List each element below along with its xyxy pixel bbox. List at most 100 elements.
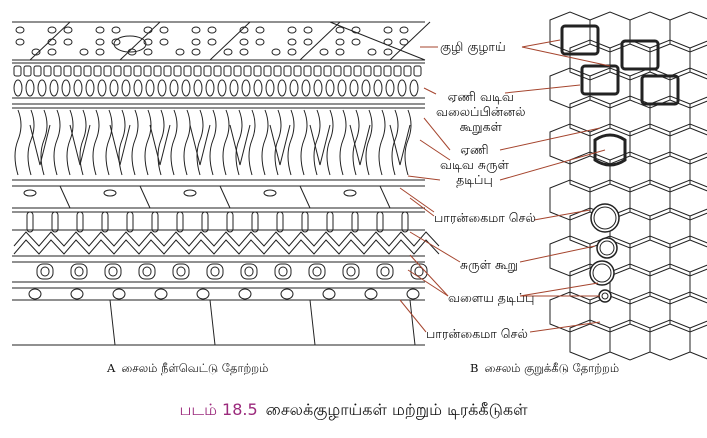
parenchyma-nucleus bbox=[183, 189, 197, 197]
annular-ring-small bbox=[322, 288, 336, 300]
longitudinal-view bbox=[12, 21, 440, 346]
scalariform-pit bbox=[241, 79, 251, 97]
scalariform-pit bbox=[97, 79, 107, 97]
label-line: ஏணி வடிவ bbox=[447, 89, 514, 104]
annular-ring-inner bbox=[40, 266, 50, 277]
annular-ring-small bbox=[364, 288, 378, 300]
pit-row-cell bbox=[33, 65, 42, 77]
helical-coil bbox=[226, 211, 234, 233]
pit-row-cell bbox=[173, 65, 182, 77]
scalariform-pit bbox=[181, 79, 191, 97]
scalariform-pit bbox=[25, 79, 35, 97]
annular-ring bbox=[138, 263, 156, 280]
scalariform-pit bbox=[301, 79, 311, 97]
pit-row-cell bbox=[133, 65, 142, 77]
spiral-thickening bbox=[92, 109, 100, 176]
parenchyma-nucleus bbox=[23, 189, 37, 197]
helical-coil bbox=[26, 211, 34, 233]
caption-b-letter: B bbox=[470, 361, 479, 375]
annular-ring bbox=[206, 263, 224, 280]
spiral-thickening bbox=[53, 109, 61, 176]
annular-ring-inner bbox=[210, 266, 220, 277]
scalariform-pit bbox=[385, 79, 395, 97]
xylem-cell bbox=[629, 123, 671, 165]
scalariform-pit bbox=[349, 79, 359, 97]
pit-icon bbox=[111, 26, 121, 34]
leader-line bbox=[423, 117, 451, 151]
spiral-thickening bbox=[144, 109, 152, 176]
scalariform-pit bbox=[61, 79, 71, 97]
annular-ring-small bbox=[196, 288, 210, 300]
label-annular-thickening: வளைய தடிப்பு bbox=[448, 290, 535, 305]
pit-icon bbox=[159, 26, 169, 34]
helical-coil bbox=[176, 211, 184, 233]
pit-icon bbox=[47, 26, 57, 34]
vessel-ring-inner bbox=[599, 240, 615, 256]
pit-row-cell bbox=[163, 65, 172, 77]
spiral-thickening bbox=[183, 109, 191, 176]
annular-ring-small bbox=[70, 288, 84, 300]
parenchyma-wall bbox=[309, 299, 316, 346]
spiral-thickening bbox=[235, 109, 243, 176]
annular-ring-inner bbox=[380, 266, 390, 277]
scalariform-pit bbox=[217, 79, 227, 97]
spiral-thickening bbox=[378, 109, 386, 176]
spiral-thickening bbox=[209, 109, 217, 176]
spiral-thickening bbox=[105, 109, 113, 176]
scalariform-bar bbox=[269, 124, 291, 166]
vessel-ring bbox=[589, 260, 615, 286]
leader-line bbox=[533, 209, 591, 221]
scalariform-pit bbox=[145, 79, 155, 97]
scalariform-pit bbox=[13, 79, 23, 97]
pit-icon bbox=[191, 26, 201, 34]
xylem-cell bbox=[649, 39, 691, 81]
pit-row-cell bbox=[43, 65, 52, 77]
pit-icon bbox=[271, 48, 281, 56]
pit-icon bbox=[383, 48, 393, 56]
scalariform-pit bbox=[409, 79, 419, 97]
xylem-cell bbox=[609, 151, 651, 193]
scalariform-pit bbox=[289, 79, 299, 97]
xylem-cell bbox=[669, 179, 707, 221]
label-line: கூறுகள் bbox=[459, 119, 502, 134]
pit-icon bbox=[143, 26, 153, 34]
pit-icon bbox=[239, 38, 249, 46]
scalariform-pit bbox=[361, 79, 371, 97]
pit-row-cell bbox=[193, 65, 202, 77]
pit-row-cell bbox=[283, 65, 292, 77]
pit-row-cell bbox=[383, 65, 392, 77]
pit-row-cell bbox=[273, 65, 282, 77]
annular-ring-inner bbox=[108, 266, 118, 277]
xylem-cell bbox=[669, 123, 707, 165]
pit-icon bbox=[95, 26, 105, 34]
parenchyma-wall bbox=[409, 299, 416, 346]
xylem-cell bbox=[569, 319, 611, 361]
label-parenchyma-cell-1: பாரன்கைமா செல் bbox=[434, 210, 536, 225]
label-scalariform-spiral: ஏணி வடிவ சுருள் தடிப்பு bbox=[440, 142, 509, 187]
scalariform-bar bbox=[229, 124, 251, 166]
leader-line bbox=[519, 245, 596, 263]
pit-vessel-section bbox=[640, 74, 680, 106]
pit-icon bbox=[239, 26, 249, 34]
scalariform-pit bbox=[85, 79, 95, 97]
xylem-cell bbox=[689, 152, 707, 192]
pit-row-cell bbox=[233, 65, 242, 77]
scalariform-bar bbox=[29, 124, 51, 166]
helical-zigzag bbox=[13, 231, 440, 247]
leader-line bbox=[419, 139, 451, 161]
figure-number: படம் 18.5 bbox=[179, 400, 258, 419]
xylem-cell bbox=[569, 39, 611, 81]
xylem-cell bbox=[629, 291, 671, 333]
end-wall-line bbox=[389, 21, 431, 61]
xylem-cell bbox=[669, 11, 707, 53]
leader-line bbox=[499, 149, 606, 181]
label-line: தடிப்பு bbox=[456, 172, 493, 187]
helical-coil bbox=[251, 211, 259, 233]
parenchyma-nucleus bbox=[343, 189, 357, 197]
pit-vessel-section bbox=[620, 39, 660, 71]
scalariform-pit bbox=[169, 79, 179, 97]
